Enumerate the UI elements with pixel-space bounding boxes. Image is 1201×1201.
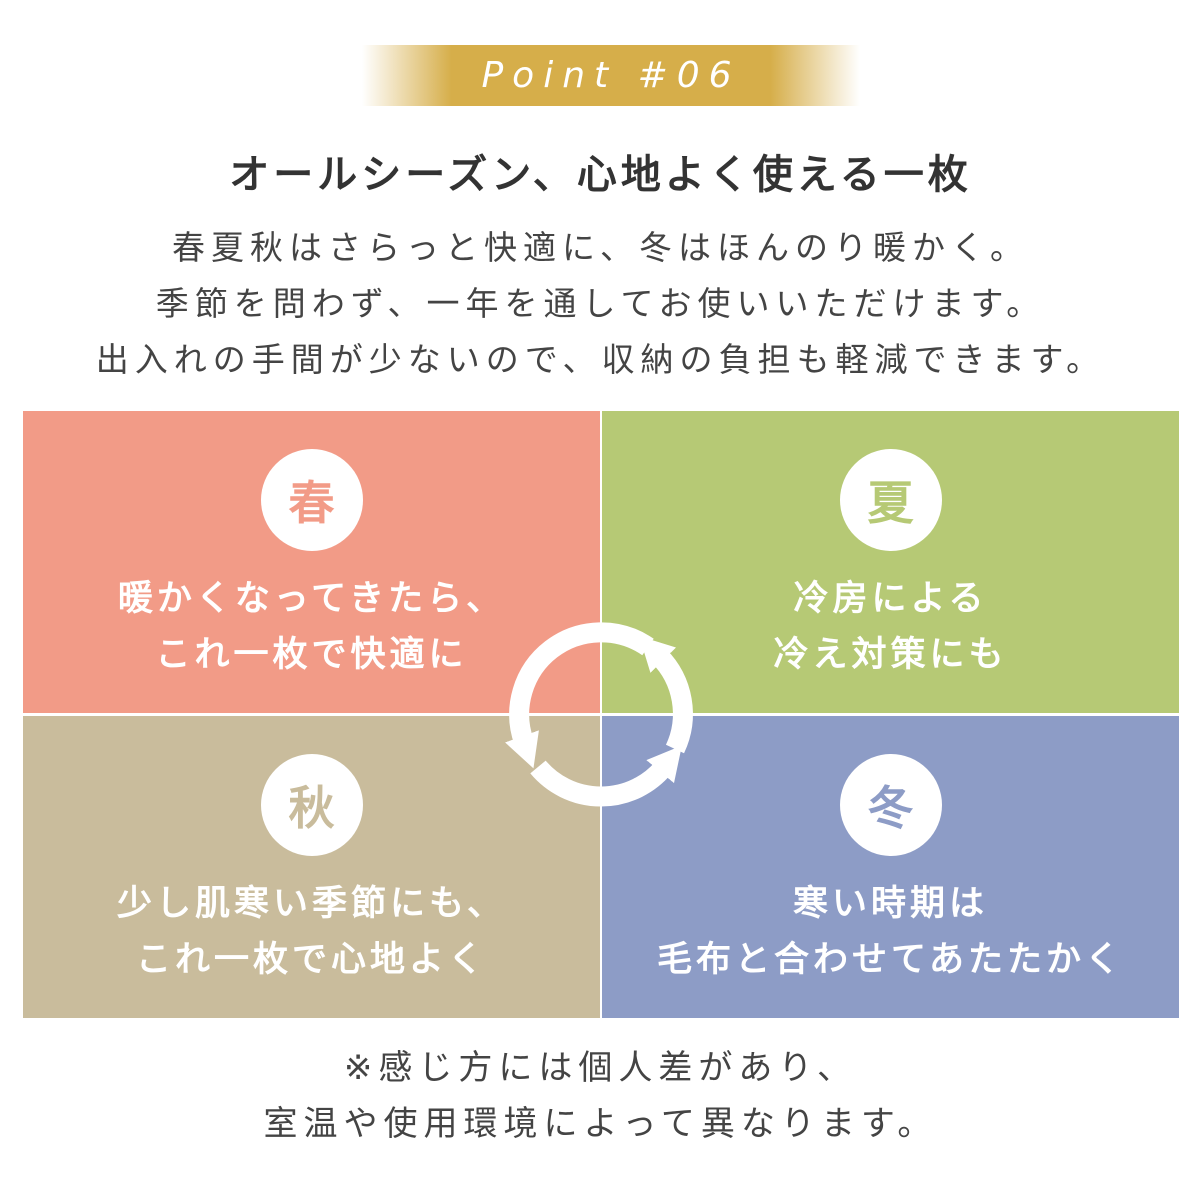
point-banner: Point #06 [362, 45, 860, 106]
disclaimer-line: 室温や使用環境によって異なります。 [263, 1104, 938, 1144]
season-summer: 夏 冷房による 冷え対策にも [602, 411, 1179, 713]
cycle-arrow [505, 622, 654, 769]
season-badge: 夏 [839, 449, 942, 551]
description: 春夏秋はさらっと快適に、冬はほんのり暖かく。 季節を問わず、一年を通してお使いい… [0, 220, 1201, 388]
season-badge: 秋 [260, 754, 363, 856]
season-winter: 冬 寒い時期は 毛布と合わせてあたたかく [602, 716, 1179, 1018]
description-line: 出入れの手間が少ないので、収納の負担も軽減できます。 [95, 340, 1106, 379]
point-label: Point #06 [481, 55, 741, 96]
season-text-line: 毛布と合わせてあたたかく [657, 940, 1124, 980]
disclaimer: ※感じ方には個人差があり、 室温や使用環境によって異なります。 [0, 1040, 1201, 1152]
season-text: 少し肌寒い季節にも、 これ一枚で心地よく [23, 876, 600, 988]
cycle-arrow [639, 636, 693, 754]
cycle-arrow [530, 745, 682, 807]
season-badge: 冬 [839, 754, 942, 856]
season-text: 暖かくなってきたら、 これ一枚で快適に [23, 571, 600, 683]
season-text-line: 冷房による [793, 579, 988, 619]
disclaimer-line: ※感じ方には個人差があり、 [343, 1048, 858, 1088]
heading: オールシーズン、心地よく使える一枚 [229, 152, 972, 198]
season-badge: 春 [260, 449, 363, 551]
season-spring: 春 暖かくなってきたら、 これ一枚で快適に [23, 411, 600, 713]
season-text-line: 寒い時期は [792, 884, 988, 924]
season-text-line: 少し肌寒い季節にも、 [117, 884, 506, 924]
season-text-line: 冷え対策にも [773, 635, 1008, 675]
season-autumn: 秋 少し肌寒い季節にも、 これ一枚で心地よく [23, 716, 600, 1018]
description-line: 季節を問わず、一年を通してお使いいただけます。 [155, 284, 1046, 323]
season-text: 寒い時期は 毛布と合わせてあたたかく [602, 876, 1179, 988]
season-text-line: これ一枚で心地よく [135, 940, 487, 980]
season-text-line: これ一枚で快適に [155, 635, 468, 675]
description-line: 春夏秋はさらっと快適に、冬はほんのり暖かく。 [171, 228, 1029, 267]
season-text: 冷房による 冷え対策にも [602, 571, 1179, 683]
season-text-line: 暖かくなってきたら、 [117, 579, 506, 619]
